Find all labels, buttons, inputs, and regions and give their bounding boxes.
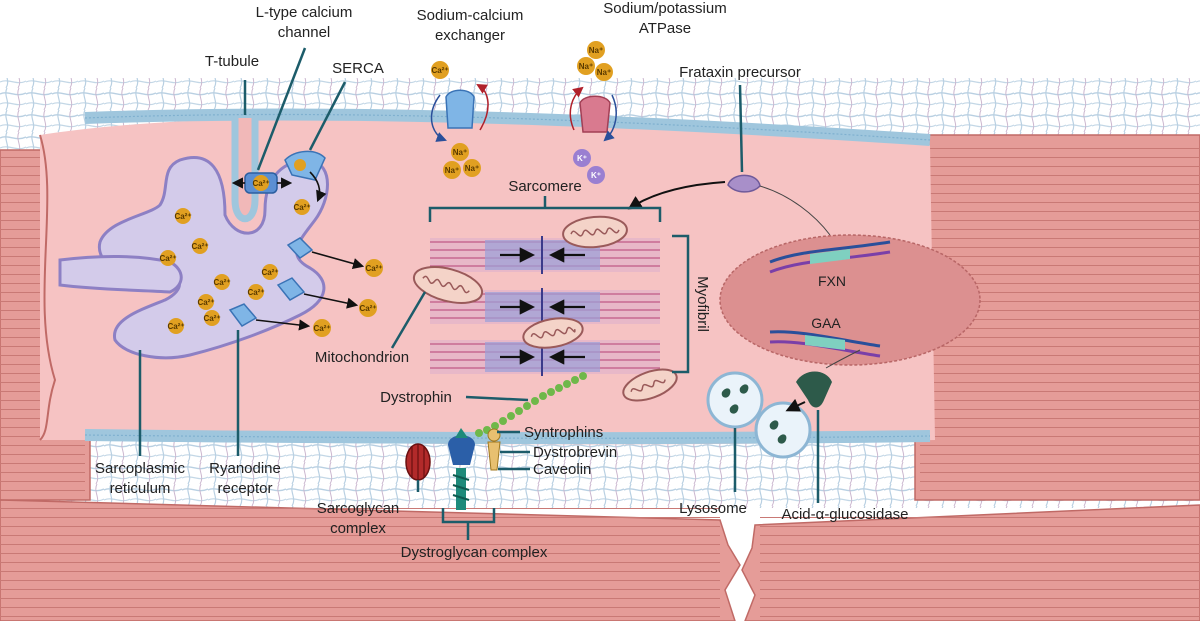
svg-text:Ca²⁺: Ca²⁺: [359, 304, 376, 313]
sodium-calcium-exchanger: Ca²⁺ Na⁺ Na⁺ Na⁺: [430, 61, 489, 179]
label-l-type-calcium-channel-line2: channel: [278, 24, 331, 41]
sr-calcium-ions: Ca²⁺ Ca²⁺ Ca²⁺ Ca²⁺ Ca²⁺ Ca²⁺ Ca²⁺ Ca²⁺ …: [159, 208, 279, 334]
label-sodium-calcium-exchanger: Sodium-calcium: [417, 7, 524, 24]
ion-label-calcium: Ca²⁺: [252, 179, 269, 188]
label-syntrophins: Syntrophins: [524, 424, 603, 441]
neighbor-muscle-fiber-bottom-left: [0, 499, 741, 622]
label-mitochondrion: Mitochondrion: [315, 349, 409, 366]
svg-text:Ca²⁺: Ca²⁺: [167, 322, 184, 331]
lysosomes: [706, 371, 812, 459]
gaa-gene-dna: [769, 330, 881, 358]
svg-text:Ca²⁺: Ca²⁺: [313, 324, 330, 333]
fxn-gene-label: FXN: [818, 273, 846, 289]
neighbor-muscle-fiber-bottom-right: [741, 504, 1200, 622]
label-dystroglycan-complex: Dystroglycan complex: [401, 544, 548, 561]
svg-text:Na⁺: Na⁺: [589, 46, 603, 55]
sodium-potassium-atpase: Na⁺ Na⁺ Na⁺ K⁺ K⁺: [569, 41, 617, 184]
cytosolic-calcium-ions: Ca²⁺ Ca²⁺ Ca²⁺: [313, 259, 383, 337]
muscle-cell-cytoplasm: [40, 117, 935, 445]
calcium-ion: [294, 199, 310, 215]
svg-text:Na⁺: Na⁺: [453, 148, 467, 157]
label-sodium-calcium-exchanger-line2: exchanger: [435, 27, 505, 44]
myofibrils: [430, 236, 660, 376]
svg-text:Ca²⁺: Ca²⁺: [365, 264, 382, 273]
label-acid-alpha-glucosidase: Acid-α-glucosidase: [781, 506, 908, 523]
myofibril-bracket: [672, 234, 690, 374]
label-sarcoglycan-complex-line2: complex: [330, 520, 386, 537]
svg-text:Na⁺: Na⁺: [465, 164, 479, 173]
calcium-ion: [253, 175, 269, 191]
ryanodine-receptors: [228, 237, 314, 327]
label-t-tubule: T-tubule: [205, 53, 259, 70]
svg-text:Ca²⁺: Ca²⁺: [159, 254, 176, 263]
t-tubule: [231, 118, 259, 223]
ion-label-calcium: Ca²⁺: [293, 203, 310, 212]
label-sarcoglycan-complex: Sarcoglycan: [317, 500, 400, 517]
leader-lines: [138, 47, 820, 503]
gaa-gene-label: GAA: [811, 315, 841, 331]
acid-alpha-glucosidase-enzyme: [796, 371, 832, 408]
syntrophin-dystrobrevin-caveolin: [487, 428, 501, 471]
label-dystrophin: Dystrophin: [380, 389, 452, 406]
label-frataxin-precursor: Frataxin precursor: [679, 64, 801, 81]
svg-text:Ca²⁺: Ca²⁺: [174, 212, 191, 221]
mitochondria: [412, 215, 678, 402]
label-sodium-potassium-atpase: Sodium/potassium: [603, 0, 726, 17]
label-sarcoplasmic-reticulum: Sarcoplasmic: [95, 460, 186, 477]
svg-text:Na⁺: Na⁺: [445, 166, 459, 175]
svg-text:Ca²⁺: Ca²⁺: [261, 268, 278, 277]
label-myofibril: Myofibril: [694, 276, 711, 332]
sarcoglycan-complex-protein: [405, 443, 431, 481]
label-sarcoplasmic-reticulum-line2: reticulum: [110, 480, 171, 497]
svg-text:K⁺: K⁺: [577, 154, 587, 163]
svg-text:Na⁺: Na⁺: [579, 62, 593, 71]
label-dystrobrevin: Dystrobrevin: [533, 444, 617, 461]
svg-text:Ca²⁺: Ca²⁺: [213, 278, 230, 287]
frataxin-precursor-protein: [727, 174, 761, 193]
label-sarcomere: Sarcomere: [508, 178, 581, 195]
label-sodium-potassium-atpase-line2: ATPase: [639, 20, 691, 37]
svg-text:Ca²⁺: Ca²⁺: [197, 298, 214, 307]
svg-text:Ca²⁺: Ca²⁺: [247, 288, 264, 297]
label-ryanodine-receptor-line2: receptor: [217, 480, 272, 497]
svg-text:K⁺: K⁺: [591, 171, 601, 180]
label-lysosome: Lysosome: [679, 500, 747, 517]
dystrophin-protein: [475, 372, 587, 437]
svg-text:Ca²⁺: Ca²⁺: [191, 242, 208, 251]
label-serca: SERCA: [332, 60, 384, 77]
svg-text:Ca²⁺: Ca²⁺: [431, 66, 448, 75]
label-ryanodine-receptor: Ryanodine: [209, 460, 281, 477]
label-caveolin: Caveolin: [533, 461, 591, 478]
fxn-gene-dna: [769, 240, 891, 274]
label-l-type-calcium-channel: L-type calcium: [256, 4, 353, 21]
svg-text:Ca²⁺: Ca²⁺: [203, 314, 220, 323]
svg-text:Na⁺: Na⁺: [597, 68, 611, 77]
dystroglycan-complex-protein: [448, 428, 475, 510]
diagram-labels: T-tubule L-type calcium channel SERCA So…: [95, 0, 909, 561]
